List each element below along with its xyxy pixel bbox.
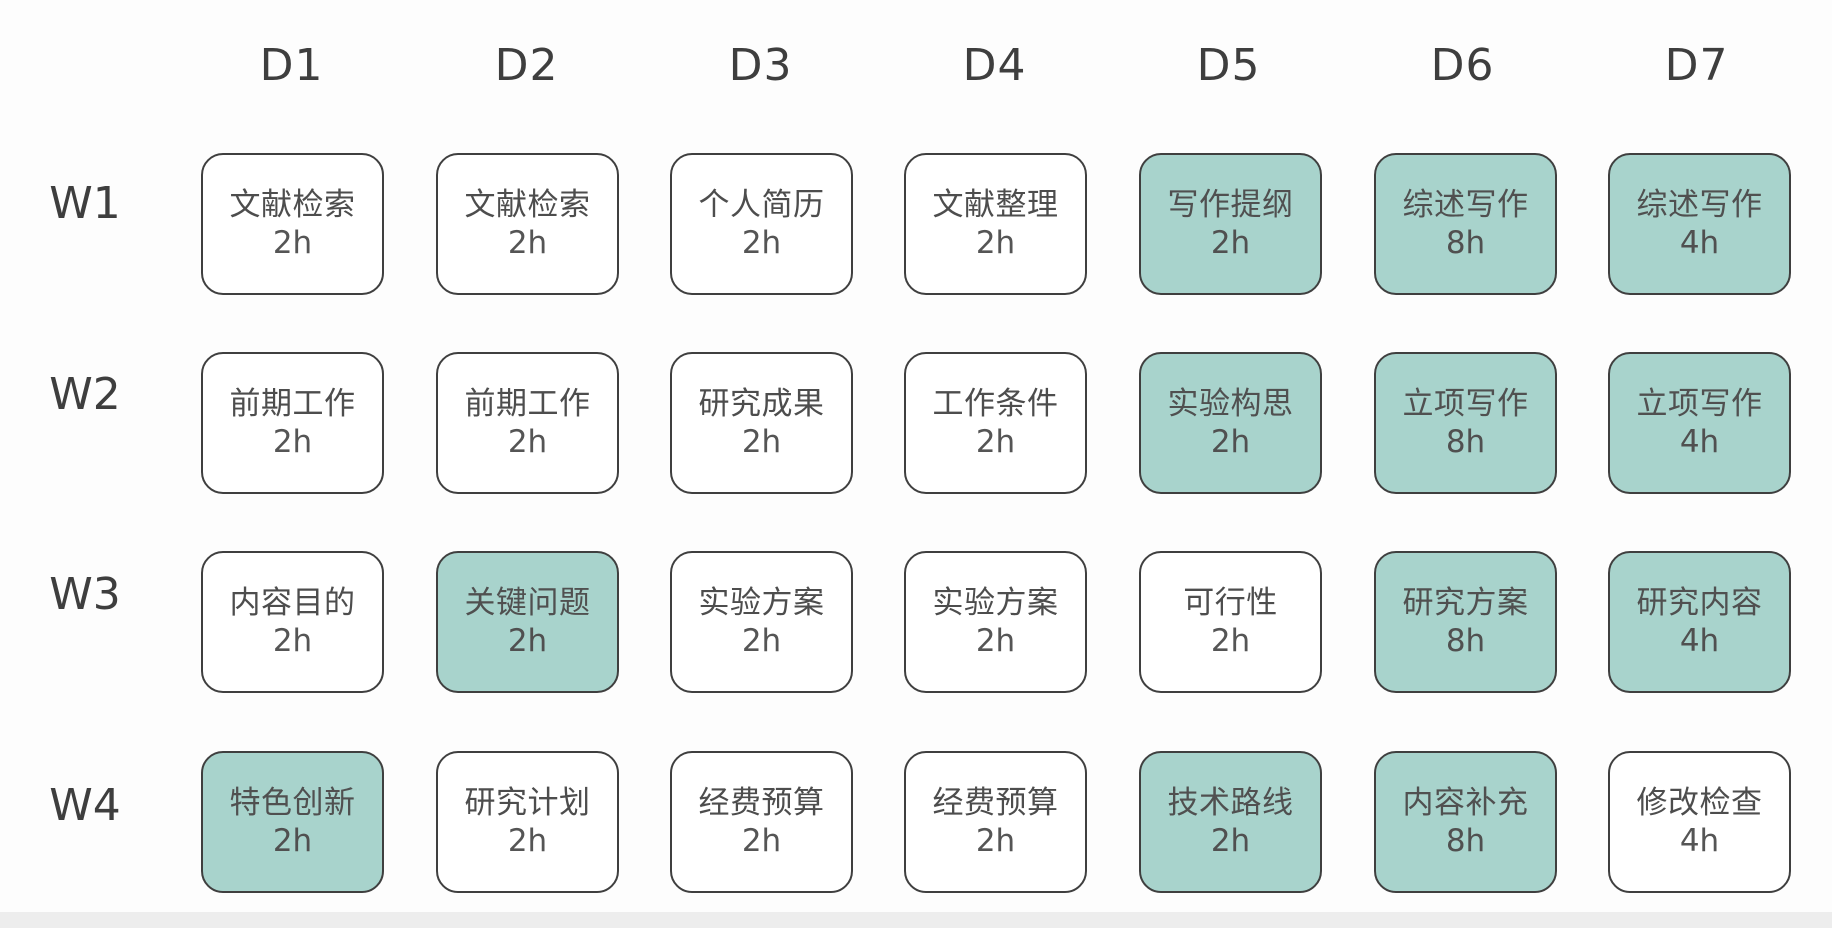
task-hours: 2h — [975, 225, 1016, 261]
task-hours: 2h — [975, 623, 1016, 659]
task-name: 内容目的 — [229, 585, 356, 621]
task-hours: 2h — [975, 823, 1016, 859]
task-name: 立项写作 — [1402, 386, 1529, 422]
task-hours: 2h — [1210, 424, 1251, 460]
column-header-d7: D7 — [1664, 40, 1729, 91]
task-hours: 2h — [507, 424, 548, 460]
row-header-w1: W1 — [49, 178, 121, 229]
task-hours: 2h — [272, 424, 313, 460]
task-name: 立项写作 — [1636, 386, 1763, 422]
task-name: 综述写作 — [1402, 187, 1529, 223]
task-name: 研究成果 — [698, 386, 825, 422]
row-header-w2: W2 — [49, 369, 121, 420]
task-name: 个人简历 — [698, 187, 825, 223]
task-hours: 4h — [1679, 823, 1720, 859]
task-hours: 2h — [1210, 823, 1251, 859]
row-header-w3: W3 — [49, 569, 121, 620]
column-header-d3: D3 — [728, 40, 793, 91]
bottom-band — [0, 912, 1832, 928]
column-header-d5: D5 — [1196, 40, 1261, 91]
task-hours: 2h — [272, 823, 313, 859]
task-name: 写作提纲 — [1167, 187, 1294, 223]
task-name: 研究方案 — [1402, 585, 1529, 621]
task-hours: 4h — [1679, 225, 1720, 261]
column-header-d4: D4 — [962, 40, 1027, 91]
task-hours: 4h — [1679, 623, 1720, 659]
task-name: 技术路线 — [1167, 785, 1294, 821]
task-hours: 2h — [272, 623, 313, 659]
task-name: 实验构思 — [1167, 386, 1294, 422]
task-name: 前期工作 — [464, 386, 591, 422]
task-name: 工作条件 — [932, 386, 1059, 422]
task-name: 综述写作 — [1636, 187, 1763, 223]
task-name: 文献检索 — [464, 187, 591, 223]
task-name: 经费预算 — [698, 785, 825, 821]
task-hours: 2h — [975, 424, 1016, 460]
task-hours: 2h — [1210, 623, 1251, 659]
task-hours: 2h — [507, 823, 548, 859]
task-hours: 2h — [507, 623, 548, 659]
task-name: 实验方案 — [932, 585, 1059, 621]
task-name: 研究计划 — [464, 785, 591, 821]
task-name: 文献整理 — [932, 187, 1059, 223]
task-hours: 8h — [1445, 823, 1486, 859]
task-hours: 2h — [272, 225, 313, 261]
task-hours: 8h — [1445, 225, 1486, 261]
task-name: 关键问题 — [464, 585, 591, 621]
task-hours: 2h — [741, 623, 782, 659]
task-hours: 2h — [741, 823, 782, 859]
column-header-d6: D6 — [1430, 40, 1495, 91]
column-header-d2: D2 — [494, 40, 559, 91]
task-hours: 2h — [507, 225, 548, 261]
task-name: 前期工作 — [229, 386, 356, 422]
task-hours: 2h — [741, 424, 782, 460]
task-name: 实验方案 — [698, 585, 825, 621]
column-header-d1: D1 — [259, 40, 324, 91]
task-name: 可行性 — [1183, 585, 1278, 621]
task-hours: 4h — [1679, 424, 1720, 460]
task-name: 研究内容 — [1636, 585, 1763, 621]
task-hours: 2h — [741, 225, 782, 261]
task-hours: 2h — [1210, 225, 1251, 261]
row-header-w4: W4 — [49, 780, 121, 831]
task-hours: 8h — [1445, 623, 1486, 659]
task-name: 修改检查 — [1636, 785, 1763, 821]
task-name: 经费预算 — [932, 785, 1059, 821]
task-name: 特色创新 — [229, 785, 356, 821]
task-name: 内容补充 — [1402, 785, 1529, 821]
task-hours: 8h — [1445, 424, 1486, 460]
task-name: 文献检索 — [229, 187, 356, 223]
